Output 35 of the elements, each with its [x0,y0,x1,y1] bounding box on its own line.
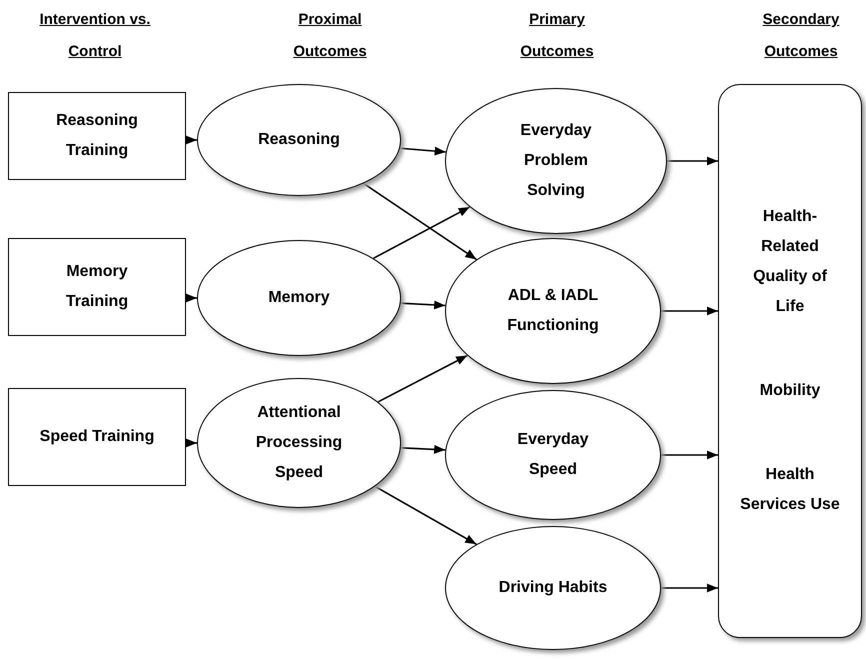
arrow [661,306,718,316]
node-label: Mobility [760,381,820,401]
arrow [374,486,477,545]
arrow [667,156,718,166]
node-label: Reasoning Training [55,111,139,161]
node-label: Health Services Use [739,465,841,515]
training-box [8,92,186,180]
node-label: Reasoning [258,130,340,150]
node-label: Everyday Speed [516,430,590,480]
column-header: Primary Outcomes [519,10,595,62]
outcomes-panel [718,84,862,638]
arrow [186,438,197,448]
node-label: Speed Training [40,427,154,447]
column-header: Secondary Outcomes [762,10,840,62]
training-box [8,388,186,486]
arrow [373,206,470,260]
node-label: Attentional Processing Speed [254,403,344,483]
arrow [661,584,718,592]
arrow [400,146,446,156]
node-label: Memory Training [64,262,130,312]
node-label: Health-Related Quality of Life [752,207,828,317]
arrow [661,450,718,460]
arrow [186,294,197,302]
column-header: Proximal Outcomes [292,10,368,62]
node-label: Driving Habits [498,578,608,598]
column-header: Intervention vs. Control [38,10,152,62]
arrow [378,354,468,403]
node-label: Everyday Problem Solving [519,121,593,201]
node-label: ADL & IADL Functioning [506,286,600,336]
arrow [400,300,446,310]
arrow [363,182,477,260]
node-label: Memory [268,288,330,308]
arrow [186,136,197,144]
arrow [400,444,446,454]
training-box [8,238,186,336]
